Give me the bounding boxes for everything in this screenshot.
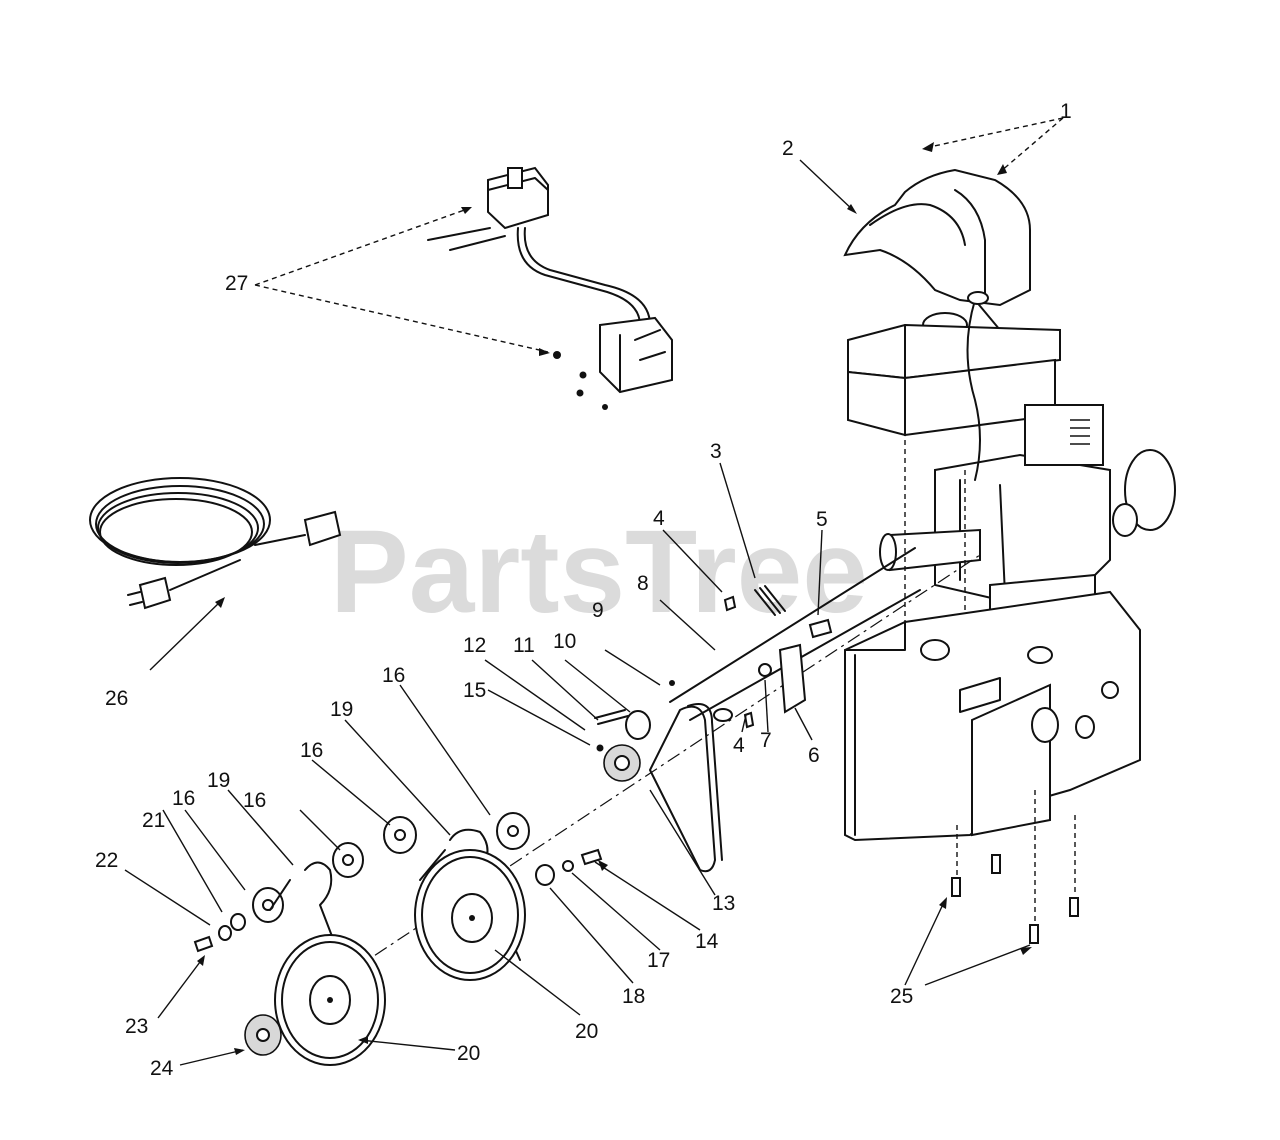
callout-labels: 1 2 3 4 4 5 6 7 8 9 10 11 12 13 14 15 16…: [95, 100, 1072, 1080]
starter-switch-box: [487, 166, 549, 230]
callout-12: 12: [463, 634, 486, 657]
callout-24: 24: [150, 1057, 174, 1080]
electric-starter: [427, 166, 673, 410]
callout-21: 21: [142, 809, 165, 832]
callout-15: 15: [463, 679, 486, 702]
cord-plug: [138, 576, 172, 610]
frame-screws: [904, 440, 1079, 944]
callout-20-a: 20: [575, 1020, 598, 1043]
callout-25: 25: [890, 985, 913, 1008]
engine-shroud: [843, 168, 1031, 307]
part-22-lockwasher: [218, 925, 232, 941]
callout-19-a: 19: [330, 698, 353, 721]
callout-3: 3: [710, 440, 722, 463]
extension-cord: [89, 477, 342, 610]
part-4-bolt: [723, 595, 737, 612]
part-10-spacer: [625, 710, 651, 740]
engine-assembly: [843, 168, 1176, 614]
callout-13: 13: [712, 892, 735, 915]
watermark: PartsTree: [330, 506, 868, 638]
mounting-bracket: [971, 683, 1051, 837]
callout-26: 26: [105, 687, 128, 710]
idler-belt: [649, 705, 716, 873]
leader-lines: [124, 117, 1064, 1066]
starter-motor: [599, 316, 673, 394]
drive-shaft: [669, 547, 916, 703]
starter-housing: [1124, 449, 1176, 531]
callout-8: 8: [637, 572, 649, 595]
callout-6: 6: [808, 744, 820, 767]
callout-11: 11: [513, 634, 535, 657]
callout-16-a: 16: [382, 664, 405, 687]
callout-19-b: 19: [207, 769, 230, 792]
callout-9: 9: [592, 599, 604, 622]
cord-plug-end: [303, 510, 342, 547]
pulley-assembly: [193, 812, 603, 1066]
part-5-pin: [808, 618, 833, 639]
callout-16-d: 16: [172, 787, 195, 810]
part-19-belt-b: [304, 861, 346, 971]
callout-18: 18: [622, 985, 645, 1008]
callout-1: 1: [1060, 100, 1072, 123]
arrowheads: [197, 142, 1032, 1055]
callout-2: 2: [782, 137, 794, 160]
part-21-washer: [230, 913, 246, 931]
callout-17: 17: [647, 949, 670, 972]
callout-27: 27: [225, 272, 248, 295]
callout-4-bottom: 4: [733, 734, 745, 757]
callout-16-c: 16: [243, 789, 266, 812]
callout-7: 7: [760, 729, 772, 752]
callout-16-b: 16: [300, 739, 323, 762]
callout-4-top: 4: [653, 507, 665, 530]
part-23-bolt: [193, 935, 214, 953]
callout-10: 10: [553, 630, 576, 653]
frame-housing: [844, 590, 1141, 842]
callout-20-b: 20: [457, 1042, 480, 1065]
part-6-bracket: [778, 643, 807, 714]
part-17-washer: [562, 860, 574, 872]
part-18-spacer: [535, 864, 555, 886]
small-parts: [594, 585, 833, 873]
part-14-bolt: [580, 848, 603, 866]
carburetor: [1024, 404, 1104, 466]
callout-5: 5: [816, 508, 828, 531]
callout-22: 22: [95, 849, 118, 872]
callout-14: 14: [695, 930, 719, 953]
part-8-washer: [713, 708, 733, 722]
callout-23: 23: [125, 1015, 148, 1038]
